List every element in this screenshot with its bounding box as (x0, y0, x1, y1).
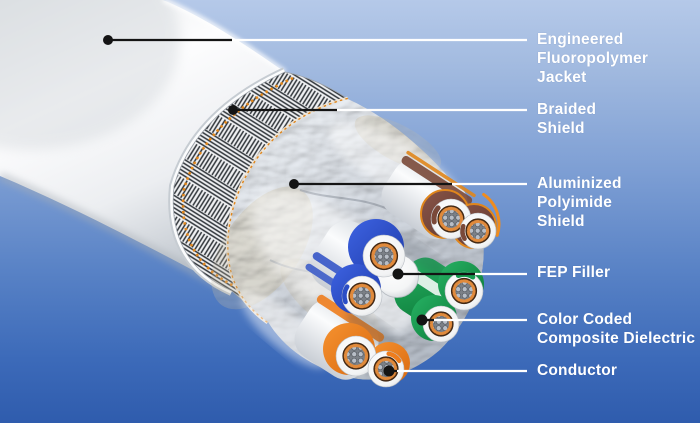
blue-pair (331, 219, 406, 317)
green-pair (411, 261, 484, 343)
leader-conductor (383, 365, 527, 377)
leader-dielectric (416, 314, 527, 326)
label-conductor: Conductor (537, 362, 618, 379)
label-jacket: Engineered Fluoropolymer Jacket (537, 31, 649, 86)
callout-dot-icon (392, 268, 404, 280)
label-dielectric: Color Coded Composite Dielectric (537, 311, 696, 347)
leader-foil-shield (289, 179, 527, 189)
label-braided-shield: Braided Shield (537, 101, 597, 137)
callout-dot-icon (383, 365, 395, 377)
green-conductor-b (422, 305, 460, 343)
orange-conductor-a (335, 335, 377, 377)
brown-conductor-b (459, 212, 497, 250)
leader-filler (392, 268, 527, 280)
blue-conductor-b (341, 275, 383, 317)
blue-conductor-a (362, 234, 406, 278)
callout-leader-lines (103, 35, 527, 377)
callout-dot-icon (103, 35, 113, 45)
twisted-pairs (323, 186, 501, 388)
callout-dot-icon (416, 314, 428, 326)
leader-braided-shield (228, 105, 527, 115)
label-foil-shield: Aluminized Polyimide Shield (537, 175, 622, 230)
callout-dot-icon (228, 105, 238, 115)
brown-pair (420, 186, 501, 262)
label-filler: FEP Filler (537, 264, 611, 281)
leader-jacket (103, 35, 527, 45)
green-conductor-a (444, 271, 484, 311)
shield-tape-edge-outer (181, 76, 294, 289)
callout-dot-icon (289, 179, 299, 189)
